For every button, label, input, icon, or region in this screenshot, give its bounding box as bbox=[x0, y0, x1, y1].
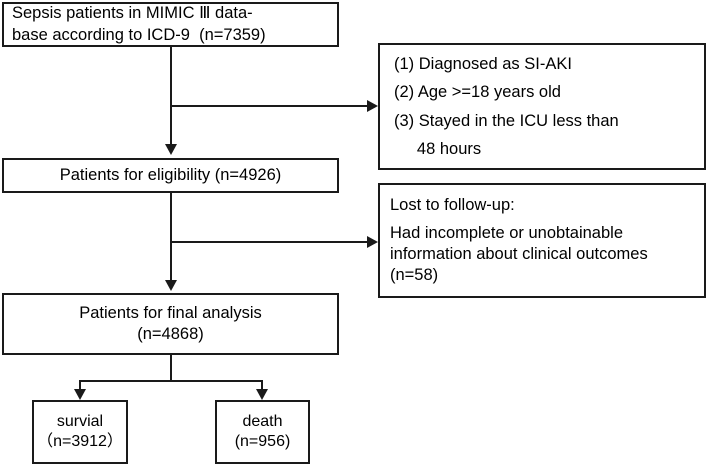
arrowhead-into-criteria bbox=[367, 100, 378, 112]
source-line-2: base according to ICD-9 (n=7359) bbox=[12, 25, 266, 44]
arrowhead-into-lost-followup bbox=[367, 236, 378, 248]
arrowhead-into-eligibility bbox=[165, 144, 177, 155]
box-patients-for-final-analysis: Patients for final analysis (n=4868) bbox=[2, 293, 339, 355]
connector-to-lost-followup bbox=[170, 241, 367, 243]
criteria-line-2: (2) Age >=18 years old bbox=[394, 83, 561, 102]
connector-split-horizontal bbox=[79, 380, 263, 382]
box-outcome-survival: survial （n=3912） bbox=[32, 400, 128, 464]
lost-line-4: (n=58) bbox=[390, 266, 439, 285]
survival-count: （n=3912） bbox=[37, 433, 123, 450]
arrowhead-into-survival bbox=[74, 389, 86, 400]
connector-split-to-death bbox=[261, 380, 263, 390]
box-patients-for-eligibility: Patients for eligibility (n=4926) bbox=[2, 158, 339, 193]
criteria-line-4: 48 hours bbox=[394, 139, 482, 158]
arrowhead-into-death bbox=[256, 389, 268, 400]
lost-line-2: Had incomplete or unobtainable bbox=[390, 223, 623, 242]
connector-split-to-survival bbox=[79, 380, 81, 390]
source-line-1: Sepsis patients in MIMIC Ⅲ data- bbox=[12, 4, 253, 23]
arrowhead-into-final-analysis bbox=[165, 280, 177, 291]
box-sepsis-source-population: Sepsis patients in MIMIC Ⅲ data- base ac… bbox=[2, 2, 339, 47]
criteria-line-1: (1) Diagnosed as SI-AKI bbox=[394, 54, 572, 73]
eligibility-line-1: Patients for eligibility (n=4926) bbox=[59, 165, 282, 184]
final-line-1: Patients for final analysis bbox=[79, 303, 262, 322]
connector-final-to-split bbox=[170, 355, 172, 382]
connector-source-to-eligibility bbox=[170, 47, 172, 144]
lost-line-1: Lost to follow-up: bbox=[390, 195, 515, 214]
lost-line-3: information about clinical outcomes bbox=[390, 245, 648, 263]
final-line-2: (n=4868) bbox=[137, 325, 204, 343]
criteria-line-3: (3) Stayed in the ICU less than bbox=[394, 111, 619, 130]
box-outcome-death: death (n=956) bbox=[215, 400, 310, 464]
death-label: death bbox=[242, 412, 283, 430]
survival-label: survial bbox=[56, 412, 104, 430]
box-inclusion-criteria: (1) Diagnosed as SI-AKI (2) Age >=18 yea… bbox=[378, 43, 706, 170]
death-count: (n=956) bbox=[234, 433, 291, 450]
connector-to-criteria bbox=[170, 105, 367, 107]
box-lost-to-followup: Lost to follow-up: Had incomplete or uno… bbox=[378, 183, 706, 298]
connector-eligibility-to-final bbox=[170, 193, 172, 280]
